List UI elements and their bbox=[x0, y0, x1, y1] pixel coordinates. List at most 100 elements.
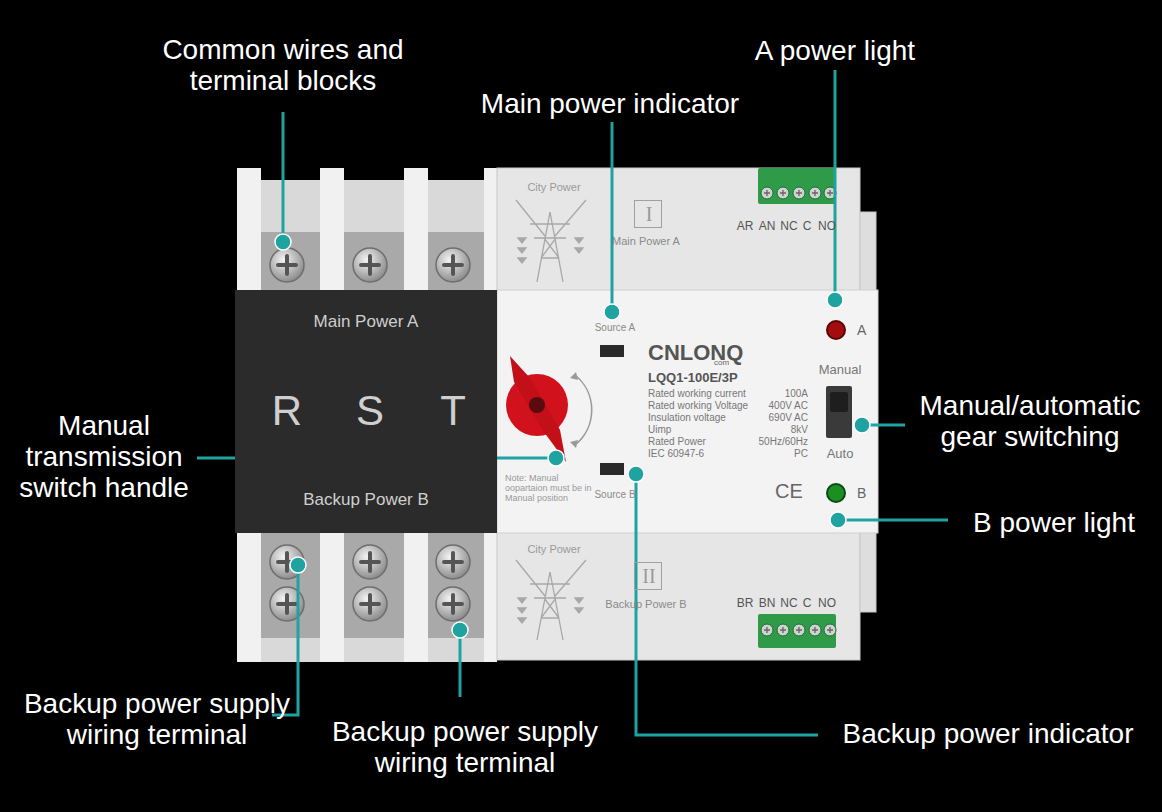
device-marking: NO bbox=[815, 596, 839, 610]
terminal-module bbox=[436, 587, 470, 621]
terminal-module bbox=[237, 168, 261, 290]
device-marking: A bbox=[857, 322, 877, 338]
controller-module bbox=[777, 624, 789, 636]
device-marking: AR bbox=[733, 219, 757, 233]
leader-dot bbox=[275, 234, 291, 250]
terminal-module bbox=[237, 533, 261, 662]
leader-dot bbox=[452, 622, 468, 638]
device-marking: BR bbox=[733, 596, 757, 610]
controller-module bbox=[497, 168, 878, 660]
device-marking: Backup Power B bbox=[596, 598, 696, 611]
device-marking: B bbox=[857, 485, 877, 501]
cover-text: Main Power A bbox=[246, 312, 486, 332]
leader-dot bbox=[854, 417, 870, 433]
numeral-text: II bbox=[635, 564, 663, 588]
rotation-arrow bbox=[575, 375, 592, 445]
signal-terminal-block bbox=[758, 168, 836, 204]
callout-label: Manual/automatic gear switching bbox=[900, 390, 1160, 452]
leader-dot bbox=[548, 450, 564, 466]
leader-line bbox=[611, 122, 614, 312]
cover-text: Backup Power B bbox=[246, 490, 486, 510]
terminal-module bbox=[353, 248, 387, 282]
controller-module bbox=[793, 624, 805, 636]
device-marking: Source A bbox=[580, 322, 650, 334]
callout-label: Manual transmission switch handle bbox=[2, 410, 207, 503]
terminal-module bbox=[353, 545, 387, 579]
terminal-module bbox=[404, 533, 428, 662]
pylon-icon bbox=[516, 560, 586, 640]
device-marking: Manual bbox=[810, 362, 870, 377]
pylon-icon bbox=[518, 598, 583, 623]
device-marking: City Power bbox=[509, 181, 599, 194]
device-marking: City Power bbox=[509, 543, 599, 556]
device-marking: AN bbox=[755, 219, 779, 233]
device-marking: com bbox=[714, 358, 744, 367]
terminal-module bbox=[237, 168, 497, 662]
leader-dot bbox=[830, 512, 846, 528]
device-marking: IEC 60947-6 bbox=[648, 448, 768, 460]
device-marking: NC bbox=[777, 596, 801, 610]
callout-label: Main power indicator bbox=[440, 88, 780, 119]
pylon-icon bbox=[516, 200, 586, 282]
mode-switch bbox=[826, 386, 852, 438]
device-marking: Rated Power bbox=[648, 436, 768, 448]
callout-label: A power light bbox=[705, 35, 965, 66]
pylon-icon bbox=[516, 200, 586, 282]
terminal-module bbox=[353, 587, 387, 621]
device-marking: BN bbox=[755, 596, 779, 610]
device-marking: Source B bbox=[580, 489, 650, 501]
leader-line bbox=[834, 70, 837, 300]
callout-label: Backup power indicator bbox=[818, 718, 1158, 749]
terminal-module bbox=[237, 180, 497, 662]
device-marking: NO bbox=[815, 219, 839, 233]
terminal-module bbox=[320, 168, 344, 290]
switch-handle bbox=[529, 397, 545, 413]
callout-label: Backup power supply wiring terminal bbox=[305, 716, 625, 778]
terminal-module bbox=[344, 232, 404, 290]
cover-text: T bbox=[423, 386, 483, 436]
source-a-window bbox=[600, 345, 624, 357]
device-marking: 100A bbox=[748, 388, 808, 400]
terminal-module bbox=[428, 232, 484, 290]
controller-module bbox=[793, 187, 805, 199]
controller-module bbox=[761, 624, 773, 636]
cover-text: S bbox=[340, 386, 400, 436]
device-marking: 8kV bbox=[748, 424, 808, 436]
device-marking: LQQ1-100E/3P bbox=[648, 370, 778, 385]
device-marking: NC bbox=[777, 219, 801, 233]
leader-dot bbox=[604, 304, 620, 320]
rotation-arrow bbox=[570, 372, 578, 448]
terminal-module bbox=[261, 232, 320, 290]
controller-module bbox=[809, 624, 821, 636]
terminal-module bbox=[270, 248, 304, 282]
terminal-module bbox=[436, 545, 470, 579]
switch-handle bbox=[510, 356, 566, 462]
controller-module bbox=[761, 187, 773, 199]
terminal-module bbox=[436, 248, 470, 282]
controller-module bbox=[824, 624, 836, 636]
switch-handle bbox=[506, 356, 568, 462]
callout-label: Common wires and terminal blocks bbox=[133, 34, 433, 96]
b-power-light bbox=[827, 484, 845, 502]
terminal-module bbox=[344, 533, 404, 638]
mode-switch bbox=[830, 392, 848, 412]
device-marking: 400V AC bbox=[748, 400, 808, 412]
device-marking: Rated working current bbox=[648, 388, 768, 400]
terminal-module bbox=[320, 533, 344, 662]
controller-module bbox=[497, 168, 860, 660]
terminal-module bbox=[484, 533, 497, 662]
cover-panel: Main Power ARSTBackup Power B bbox=[235, 290, 497, 533]
controller-module bbox=[497, 290, 878, 533]
a-power-light bbox=[827, 321, 845, 339]
leader-line bbox=[197, 70, 948, 735]
device-marking: PC bbox=[748, 448, 808, 460]
device-marking: C bbox=[798, 219, 816, 233]
terminal-module bbox=[484, 168, 497, 290]
leader-dot bbox=[827, 292, 843, 308]
pylon-icon bbox=[518, 238, 583, 263]
device-marking: Main Power A bbox=[596, 235, 696, 248]
device-marking: C bbox=[798, 596, 816, 610]
leader-dot bbox=[290, 557, 306, 573]
pylon-icon bbox=[516, 560, 586, 640]
